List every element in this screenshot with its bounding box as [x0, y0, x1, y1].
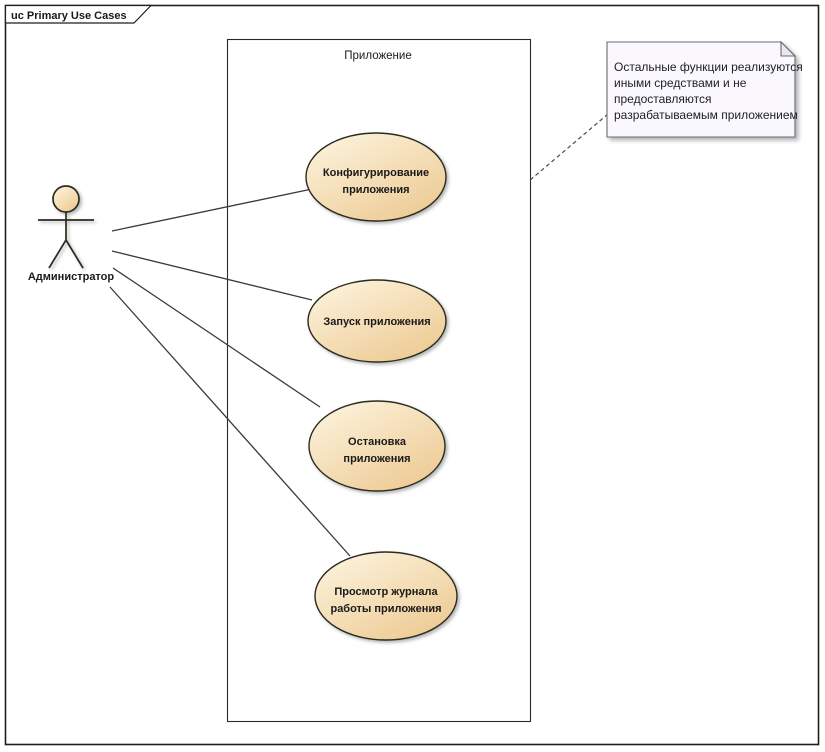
use-case-configure[interactable] [305, 132, 447, 222]
actor-administrator[interactable] [38, 185, 94, 269]
use-case-start[interactable] [307, 279, 447, 363]
use-case-view-log-label-line1: Просмотр журнала [334, 586, 438, 598]
actor-leg-left [48, 239, 67, 269]
associations [109, 188, 351, 557]
use-case-view-log-ellipse [314, 551, 458, 641]
actor-head [52, 185, 80, 213]
association-view-log [109, 286, 351, 557]
note-text-line1: Остальные функции реализуются [614, 60, 803, 74]
note-fold-icon [780, 40, 797, 57]
use-case-view-log[interactable] [314, 551, 458, 641]
frame-tab-label: uc Primary Use Cases [11, 10, 127, 22]
association-configure [111, 188, 313, 232]
use-case-start-label: Запуск приложения [323, 316, 430, 328]
diagram-frame [4, 4, 820, 746]
system-boundary-label: Приложение [344, 50, 411, 62]
note-connector [528, 113, 609, 182]
note-text-line3: предоставляются [614, 92, 712, 106]
use-case-stop[interactable] [308, 400, 446, 492]
note[interactable] [606, 40, 797, 138]
use-case-configure-ellipse [305, 132, 447, 222]
actor-label: Администратор [28, 271, 115, 283]
frame-tab [4, 4, 153, 24]
note-text-line4: разрабатываемым приложением [614, 108, 798, 122]
note-text-line2: иными средствами и не [614, 76, 747, 90]
note-body [606, 41, 796, 138]
use-case-configure-label-line1: Конфигурирование [323, 167, 429, 179]
use-case-start-ellipse [307, 279, 447, 363]
use-case-view-log-label-line2: работы приложения [330, 603, 441, 615]
use-case-stop-ellipse [308, 400, 446, 492]
association-stop [112, 267, 321, 408]
use-case-configure-label-line2: приложения [342, 184, 409, 196]
use-case-stop-label-line1: Остановка [348, 436, 407, 448]
use-case-stop-label-line2: приложения [343, 453, 410, 465]
actor-leg-right [65, 239, 84, 269]
association-start [111, 250, 313, 301]
